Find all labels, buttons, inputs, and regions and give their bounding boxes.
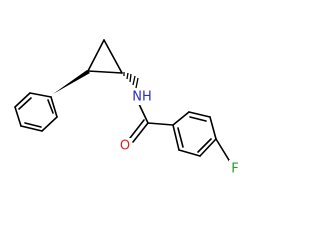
bond [209,116,217,140]
fluorine-label: F [231,162,238,177]
carbonyl-double-bond [132,122,149,143]
hash-line [135,77,139,89]
aromatic-double-bond [177,127,184,148]
nitrogen-label: NH [132,90,152,105]
bond [87,70,123,74]
bond [147,122,174,126]
bond [172,124,180,151]
aromatic-double-bond [197,138,212,153]
bond [138,103,149,124]
aromatic-double-bond [18,97,32,110]
aromatic-double-bond [189,116,207,122]
aromatic-double-bond [47,99,54,114]
cyclopropane-ring [87,39,123,74]
oxygen-label: O [120,139,130,154]
bond [178,149,201,157]
fluorophenyl-ring [172,111,217,157]
molecule-structure-diagram: NH O F [14,39,239,177]
bond [14,106,22,127]
bond [87,39,105,72]
aromatic-double-bond [24,122,42,128]
bond [14,92,31,108]
bond [103,39,123,74]
carbonyl-double-bond [129,119,145,139]
bond [50,96,58,118]
bond [199,138,217,157]
hash-line [126,72,129,80]
wedge-bond [53,70,90,94]
phenyl-ring [14,92,58,132]
hash-line [129,73,132,83]
bond [188,111,211,118]
bond [20,125,43,132]
bond [41,116,58,132]
hashed-wedge-bond [123,72,139,89]
bond [29,92,52,98]
bond [172,111,190,126]
hash-line [132,75,136,86]
